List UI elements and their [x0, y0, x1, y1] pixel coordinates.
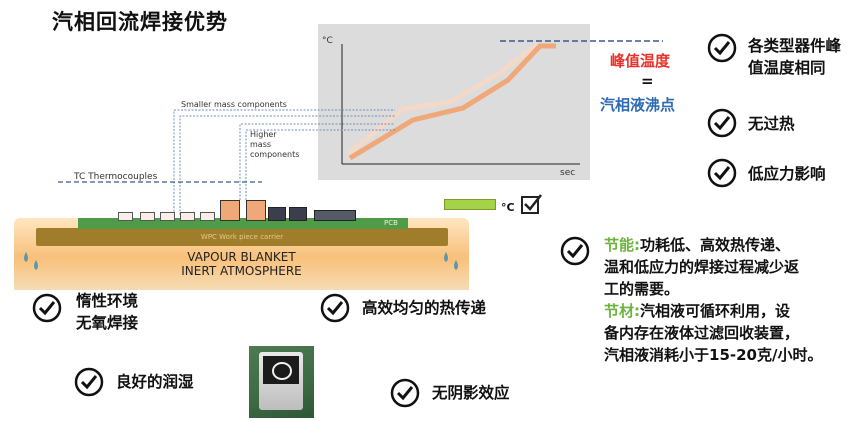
energy-saving-label: 节能:	[604, 236, 640, 254]
equals-sign: =	[641, 72, 654, 90]
check-circle-icon	[707, 108, 737, 138]
small-component	[140, 212, 155, 221]
check-circle-icon	[707, 158, 737, 188]
profile-curve	[348, 43, 556, 161]
advantage-same-peak-1: 各类型器件峰	[748, 37, 842, 55]
dark-component	[289, 207, 307, 221]
energy-saving-text-2: 温和低应力的焊接过程减少返	[604, 258, 800, 276]
advantage-no-overheat: 无过热	[748, 115, 795, 133]
advantage-low-stress: 低应力影响	[748, 165, 826, 183]
advantage-inert-1: 惰性环境	[76, 292, 139, 310]
large-component	[220, 200, 240, 221]
check-circle-icon	[32, 293, 62, 323]
material-saving-label: 节材:	[604, 302, 640, 320]
higher-mass-label-3: components	[250, 150, 300, 159]
check-circle-icon	[390, 378, 420, 408]
vapour-label-1: VAPOUR BLANKET	[187, 250, 296, 264]
component-photo	[249, 346, 314, 418]
carrier-label: WPC Work piece carrier	[200, 233, 284, 241]
peak-line	[500, 40, 663, 42]
dark-component	[314, 210, 356, 221]
graph-y-unit: °C	[322, 36, 333, 46]
small-component	[118, 212, 133, 221]
dark-component	[268, 207, 286, 221]
check-circle-icon	[707, 33, 737, 63]
advantage-heat-transfer: 高效均匀的热传递	[362, 299, 487, 317]
advantage-inert-2: 无氧焊接	[76, 314, 139, 332]
check-circle-icon	[560, 236, 590, 266]
page-title: 汽相回流焊接优势	[52, 10, 228, 34]
material-saving-text-1: 汽相液可循环利用，设	[640, 302, 791, 320]
small-component	[160, 212, 175, 221]
energy-saving-text-1: 功耗低、高效热传递、	[640, 236, 791, 254]
advantage-same-peak-2: 值温度相同	[748, 59, 826, 77]
peak-temp-label: 峰值温度	[610, 52, 671, 70]
checkbox-icon	[521, 194, 542, 214]
advantage-wetting: 良好的润湿	[116, 373, 194, 391]
vapour-label-2: INERT ATMOSPHERE	[181, 264, 302, 278]
energy-saving-text-3: 工的需要。	[604, 280, 680, 298]
material-saving-text-3: 汽相液消耗小于15-20克/小时。	[604, 346, 823, 364]
pcb-board	[78, 218, 408, 229]
material-saving-text-2: 备内存在液体过滤回收装置，	[604, 324, 800, 342]
thermometer-unit: °C	[501, 201, 515, 214]
check-circle-icon	[320, 293, 350, 323]
pcb-label: PCB	[384, 219, 398, 227]
graph-x-unit: sec	[560, 168, 576, 178]
large-component	[246, 200, 266, 221]
vapour-droplets	[24, 252, 458, 270]
thermocouples-label: TC Thermocouples	[74, 172, 158, 182]
material-saving-line-1: 节材:汽相液可循环利用，设	[604, 300, 790, 322]
advantage-no-shadow: 无阴影效应	[432, 384, 510, 402]
higher-mass-label-2: mass	[250, 140, 272, 149]
small-component	[180, 212, 195, 221]
small-component	[200, 212, 215, 221]
smaller-mass-label: Smaller mass components	[181, 100, 287, 109]
thermometer-bar	[444, 199, 496, 210]
work-piece-carrier	[36, 228, 448, 246]
check-circle-icon	[74, 367, 104, 397]
higher-mass-label-1: Higher	[250, 130, 277, 139]
boiling-point-label: 汽相液沸点	[600, 96, 676, 114]
energy-saving-line-1: 节能:功耗低、高效热传递、	[604, 234, 790, 256]
